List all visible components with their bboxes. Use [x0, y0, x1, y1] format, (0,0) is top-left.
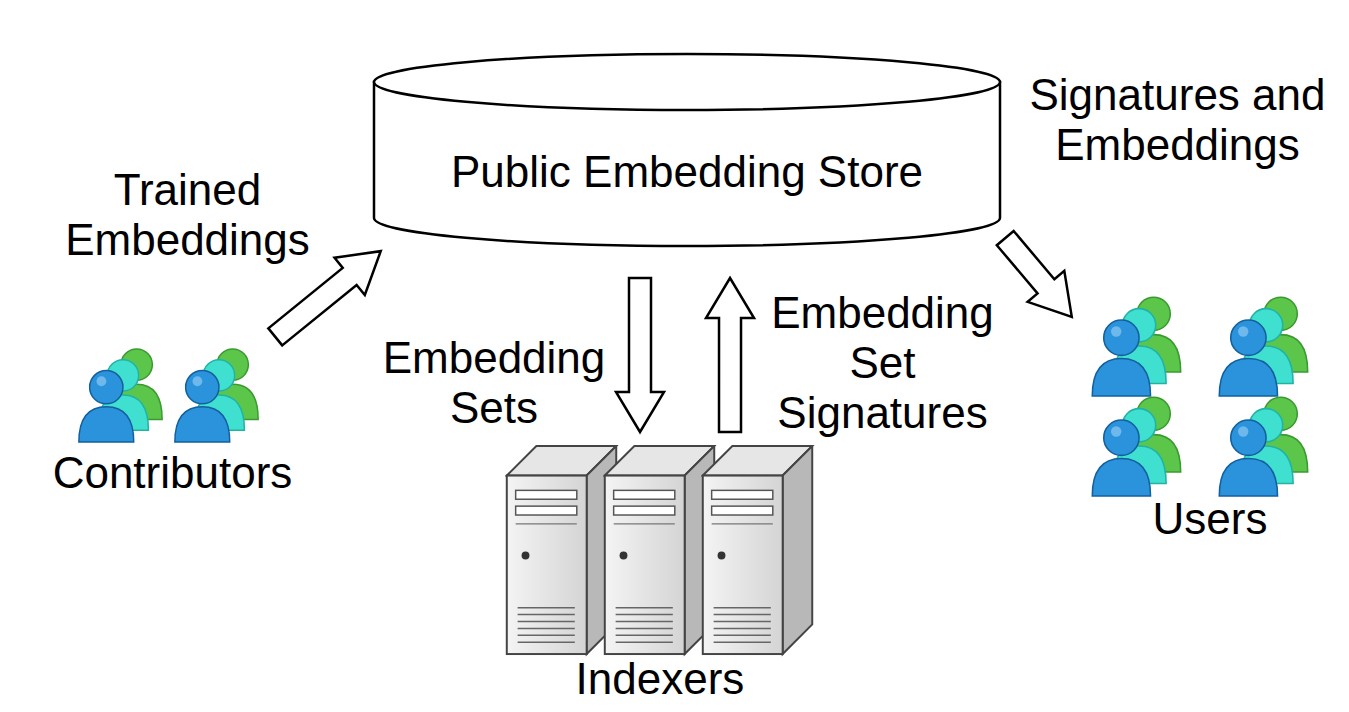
block-arrow [706, 278, 754, 432]
block-arrow [268, 251, 380, 345]
actor-group: Indexers [490, 440, 830, 706]
actor-group: Contributors [15, 340, 330, 502]
server-icon [703, 446, 812, 654]
actor-label: Indexers [576, 654, 745, 704]
people-icon [1219, 397, 1307, 496]
people-icon [175, 349, 258, 442]
store-cylinder: Public Embedding Store [372, 52, 1002, 248]
people-icon [1219, 297, 1307, 396]
people-icon [1092, 397, 1180, 496]
actor-label: Contributors [53, 448, 293, 498]
people-icon [1092, 297, 1180, 396]
store-title: Public Embedding Store [451, 147, 923, 197]
actor-group: Users [1075, 290, 1345, 546]
server-icon [507, 446, 616, 654]
actor-label: Users [1153, 494, 1268, 544]
block-arrow [997, 231, 1072, 317]
arrow-label: Embedding Sets [376, 333, 612, 433]
block-arrow [616, 278, 664, 432]
arrow-label: Embedding Set Signatures [760, 288, 1005, 438]
server-icon [605, 446, 714, 654]
cylinder-top [374, 54, 1000, 110]
arrow-label: Signatures and Embeddings [1010, 70, 1345, 170]
people-icon [79, 349, 162, 442]
arrow-label: Trained Embeddings [60, 165, 315, 265]
